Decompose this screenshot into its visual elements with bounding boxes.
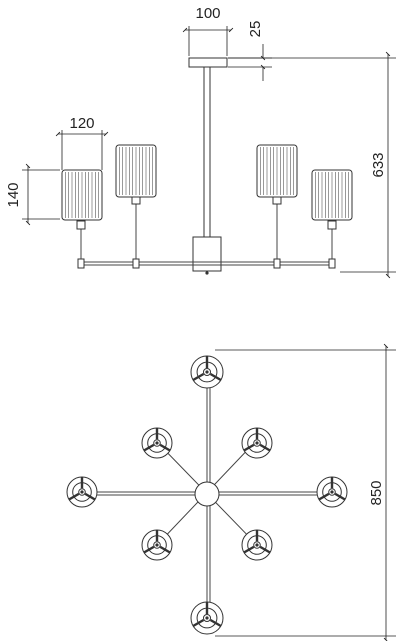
shade-cup (66, 476, 98, 508)
center-hub (194, 481, 220, 507)
stem-rod (203, 66, 211, 238)
shade-cup (141, 529, 173, 561)
shade-cup (241, 427, 273, 459)
lamp-shade (256, 144, 298, 198)
arm-joint (132, 258, 140, 269)
dim-total-height: 633 (370, 152, 387, 177)
top-view (66, 355, 348, 635)
shade-holder (76, 220, 86, 230)
shade-cup (190, 355, 224, 389)
arm-joint (77, 258, 85, 269)
lamp-shade (115, 144, 157, 198)
side-view-dimensions: 100 25 633 120 140 (5, 5, 396, 279)
top-view-dimensions: 850 (215, 343, 396, 641)
lamp-shade (61, 169, 103, 221)
dim-canopy-width: 100 (195, 5, 220, 22)
dim-shade-height: 140 (5, 182, 22, 207)
shade-cup (190, 601, 224, 635)
center-body (192, 236, 222, 272)
canopy (188, 57, 228, 68)
shade-cup (141, 427, 173, 459)
shade-cup (241, 529, 273, 561)
dim-canopy-height: 25 (247, 21, 264, 38)
lamp-shade (311, 169, 353, 221)
dim-span-diameter: 850 (368, 480, 385, 505)
arm-joint (328, 258, 336, 269)
arm-joint (273, 258, 281, 269)
dim-shade-width: 120 (69, 115, 94, 132)
shade-holder (327, 220, 337, 230)
shade-cup (316, 476, 348, 508)
side-view (61, 57, 353, 275)
